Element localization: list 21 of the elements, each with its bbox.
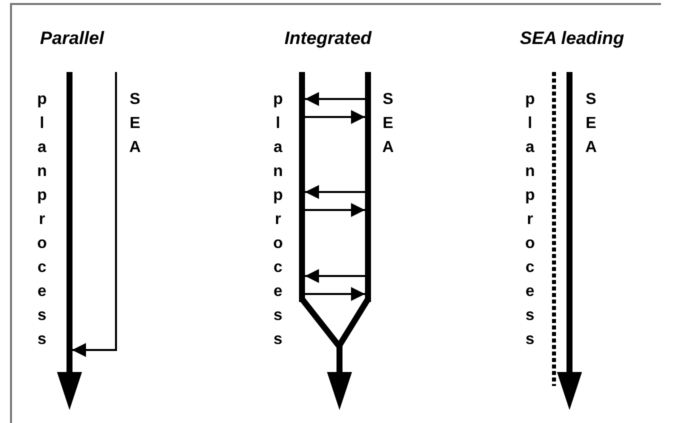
arrow [305,203,365,217]
vertical-label: planprocess [272,90,284,350]
vertical-label: SEA [585,90,597,158]
vertical-label: SEA [382,90,394,158]
arrow [305,110,365,124]
arrow [305,269,365,283]
process-arrow [556,72,582,410]
process-arrow [56,72,82,410]
vertical-label: SEA [129,90,141,158]
arrow [305,287,365,301]
panel-title: Integrated [284,27,372,49]
arrow [72,343,115,357]
vertical-label: planprocess [524,90,536,350]
vertical-label: planprocess [36,90,48,350]
process-arrow [326,343,352,410]
arrow [305,92,365,106]
panel-title: SEA leading [520,27,624,49]
dotted-line [552,72,556,386]
arrow [305,185,365,199]
process-line [115,72,117,351]
panel-title: Parallel [40,27,104,49]
